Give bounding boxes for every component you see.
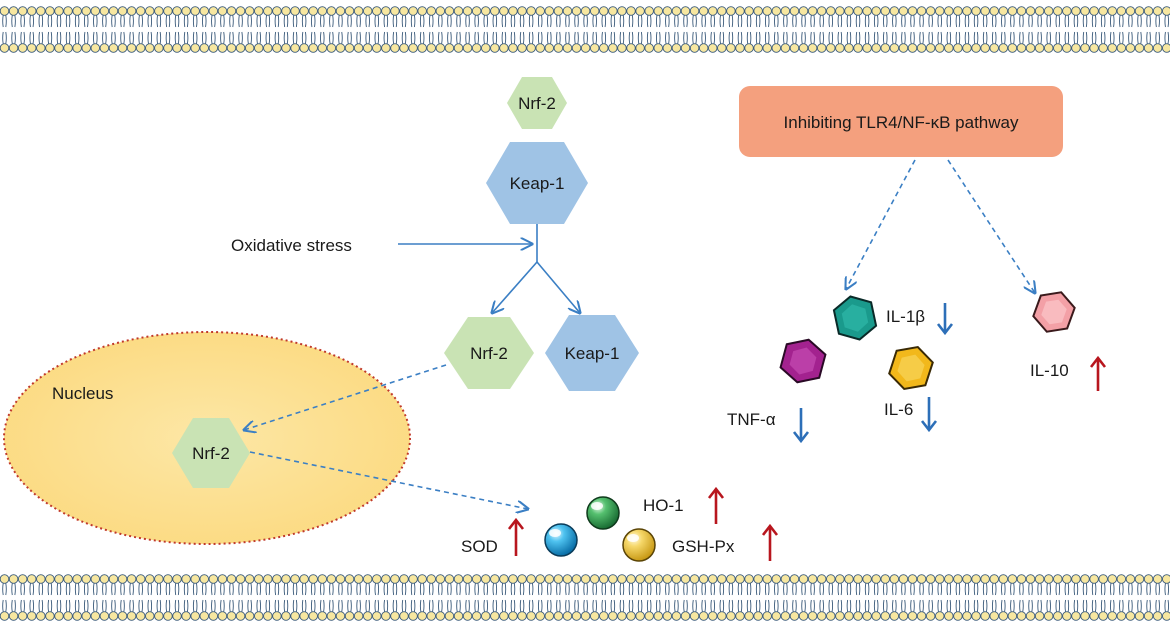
nrf2-hexagon-released: Nrf-2 [444,317,534,389]
ho1-up-arrow [707,486,725,524]
il10-label: IL-10 [1030,361,1069,380]
keap1-hexagon-top: Keap-1 [486,142,588,224]
svg-text:Keap-1: Keap-1 [510,174,565,193]
split-arrow-nrf2 [492,261,538,313]
il1b-label: IL-1β [886,307,925,326]
svg-text:Keap-1: Keap-1 [565,344,620,363]
ho1-molecule [586,496,620,530]
il10-molecule [1032,291,1076,333]
il6-molecule [888,346,934,390]
tnfa-down-arrow [792,408,810,444]
nrf2-hexagon-nucleus: Nrf-2 [172,418,250,488]
svg-text:Inhibiting TLR4/NF-κB pathway: Inhibiting TLR4/NF-κB pathway [784,113,1019,132]
nrf2-hexagon-top: Nrf-2 [507,77,567,129]
sod-label: SOD [461,537,498,556]
svg-text:Nrf-2: Nrf-2 [518,94,556,113]
gshpx-up-arrow [761,523,779,561]
gshpx-molecule [622,528,656,562]
oxidative-stress-label: Oxidative stress [231,236,352,255]
tnfa-molecule [779,338,827,384]
il6-down-arrow [920,397,938,433]
cell-membrane-bottom [0,574,1170,621]
il1b-down-arrow [936,303,954,336]
tnfa-label: TNF-α [727,410,776,429]
svg-text:Nrf-2: Nrf-2 [470,344,508,363]
il1b-molecule [832,295,878,341]
il10-up-arrow [1089,355,1107,391]
split-arrow-keap1 [536,261,580,313]
ho1-label: HO-1 [643,496,684,515]
svg-text:Nrf-2: Nrf-2 [192,444,230,463]
pathway-to-il10-arrow [947,159,1035,293]
antioxidant-induction-arrow [249,451,528,509]
cell-membrane-top [0,6,1170,53]
regulation-arrows [507,303,1107,561]
gshpx-label: GSH-Px [672,537,735,556]
tlr4-pathway-box: Inhibiting TLR4/NF-κB pathway [739,86,1063,157]
sod-molecule [544,523,578,557]
sod-up-arrow [507,517,525,556]
pathway-to-cytokines-arrow [846,159,916,289]
keap1-hexagon-released: Keap-1 [545,315,639,391]
il6-label: IL-6 [884,400,913,419]
nucleus-label: Nucleus [52,384,113,403]
